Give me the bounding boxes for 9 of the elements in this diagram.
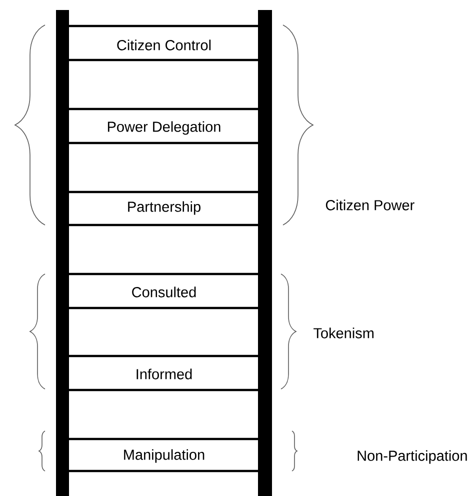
group-label: Tokenism [314,328,374,338]
group-label: Non-Participation [358,450,467,464]
rung-label: Citizen Control [117,40,211,50]
rung-label: Consulted [132,286,196,298]
rung-label: Informed [136,368,192,380]
rung-label: Power Delegation [108,121,220,135]
rung-label: Manipulation [124,449,204,463]
rung-label: Partnership [128,201,200,215]
group-label: Citizen Power [326,200,414,210]
